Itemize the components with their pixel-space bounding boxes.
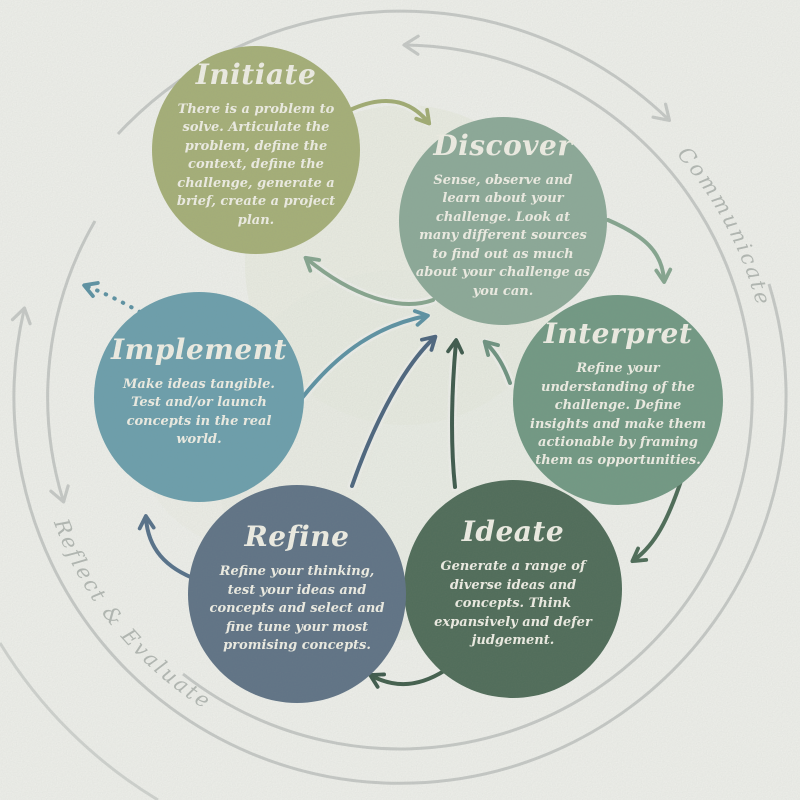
stage-title-ideate: Ideate (461, 515, 565, 549)
stage-title-discover: Discover (433, 128, 573, 162)
stage-description-refine: Refine your thinking, test your ideas an… (209, 564, 385, 654)
stage-circle-implement: Implement Make ideas tangible. Test and/… (94, 292, 304, 502)
arrow-implement-launch-dotted (82, 281, 142, 314)
stage-description-discover: Sense, observe and learn about your chal… (415, 172, 591, 299)
stage-circle-initiate: Initiate There is a problem to solve. Ar… (152, 46, 360, 254)
corner-arc (0, 642, 159, 800)
stage-title-interpret: Interpret (543, 317, 693, 351)
stage-circle-interpret: Interpret Refine your understanding of t… (513, 295, 723, 505)
stage-title-implement: Implement (111, 332, 287, 366)
stage-description-initiate: There is a problem to solve. Articulate … (176, 101, 336, 228)
stage-description-ideate: Generate a range of diverse ideas and co… (434, 559, 592, 649)
stage-circle-ideate: Ideate Generate a range of diverse ideas… (404, 480, 622, 698)
stage-title-refine: Refine (244, 520, 350, 554)
stage-title-initiate: Initiate (195, 57, 317, 91)
stage-circle-refine: Refine Refine your thinking, test your i… (188, 485, 406, 703)
outer-label-communicate: Communicate (673, 142, 776, 309)
inner-ring-arc-left (46, 220, 97, 504)
stage-circle-discover: Discover Sense, observe and learn about … (399, 117, 607, 325)
stage-description-interpret: Refine your understanding of the challen… (530, 361, 706, 469)
stage-description-implement: Make ideas tangible. Test and/or launch … (123, 376, 275, 447)
